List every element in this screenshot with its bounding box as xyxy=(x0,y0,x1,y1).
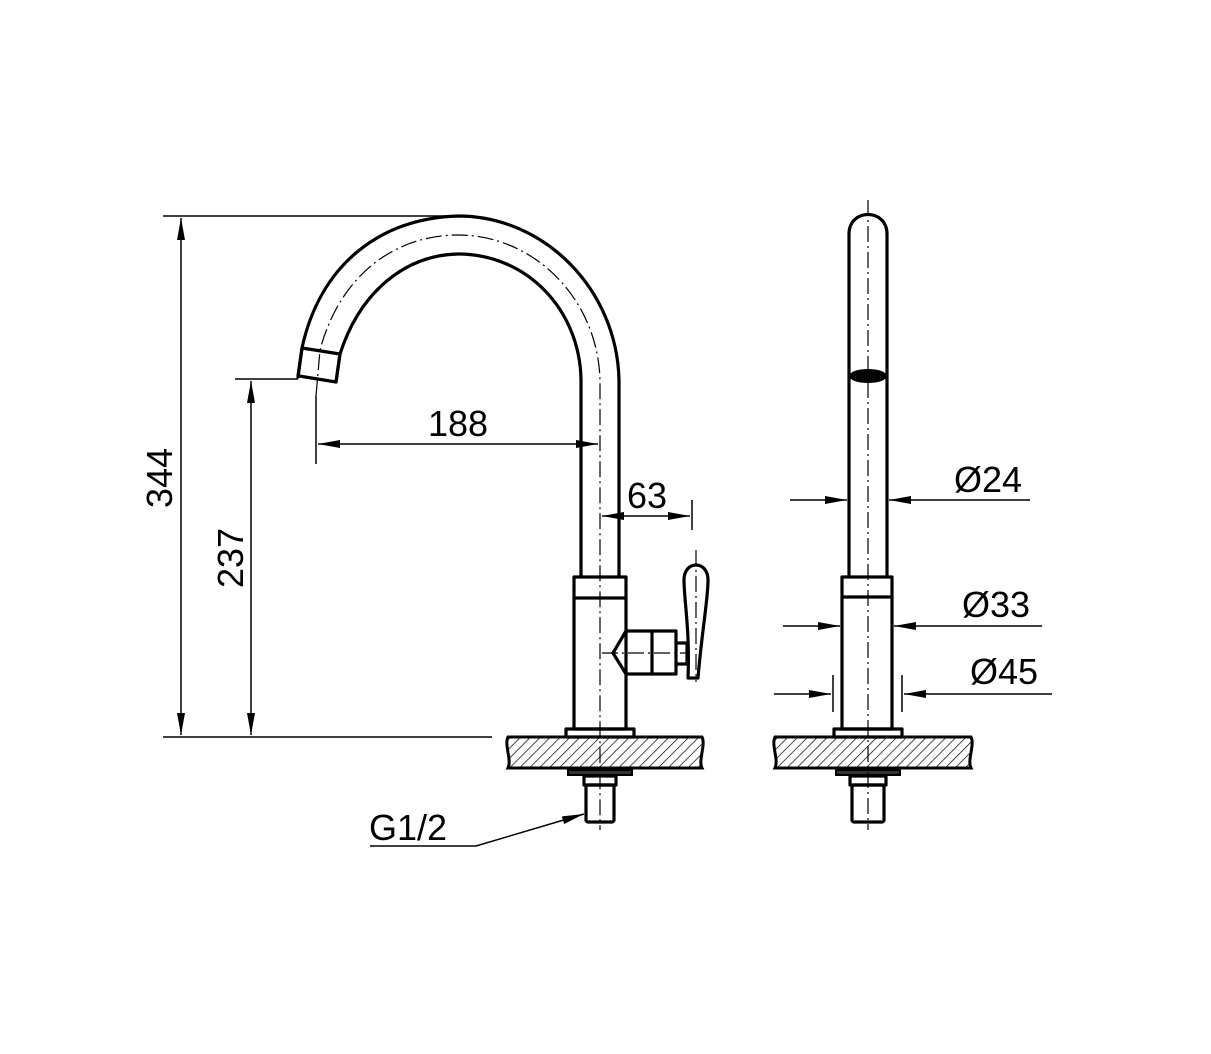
spout-inner-contour xyxy=(334,252,583,579)
front-view xyxy=(772,200,974,830)
lever-handle xyxy=(682,563,710,680)
valve-housing xyxy=(611,629,678,676)
dim-base-diameter: Ø45 xyxy=(970,651,1038,692)
washer xyxy=(567,769,633,776)
dim-body-diameter: Ø33 xyxy=(962,584,1030,625)
dim-thread: G1/2 xyxy=(369,807,447,848)
dim-spout-height: 237 xyxy=(210,528,251,588)
front-view-dimensions: Ø24 Ø33 Ø45 xyxy=(774,459,1052,712)
spout-outer-contour xyxy=(296,214,621,579)
countertop-section xyxy=(505,735,705,770)
side-view-dimensions: 344 237 188 63 G1/2 xyxy=(139,215,693,848)
threaded-shank xyxy=(584,783,616,824)
dim-total-height: 344 xyxy=(139,448,180,508)
front-countertop-section xyxy=(772,735,974,770)
dim-spout-diameter: Ø24 xyxy=(954,459,1022,500)
side-view xyxy=(296,214,710,830)
aerator xyxy=(296,346,342,384)
front-body xyxy=(840,575,894,731)
spout-centerline xyxy=(315,234,601,830)
dim-handle-offset: 63 xyxy=(627,475,667,516)
dim-spout-reach: 188 xyxy=(428,403,488,444)
